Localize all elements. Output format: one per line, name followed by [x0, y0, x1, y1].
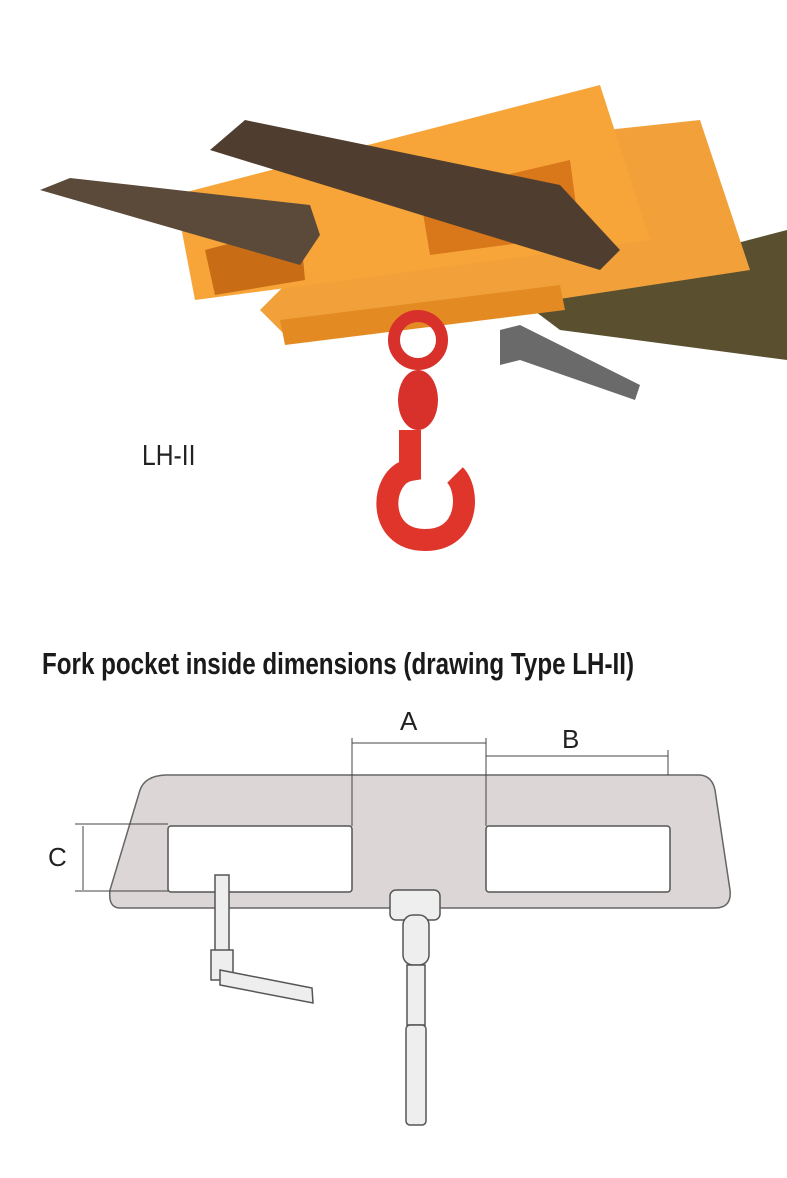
section-title: Fork pocket inside dimensions (drawing T… [42, 646, 635, 681]
fork-pocket-left [167, 825, 353, 893]
clamp-lever-drawing [210, 874, 314, 1004]
fork-pocket-drawing [75, 738, 731, 1126]
dimension-lines [75, 738, 669, 892]
product-photo-lh-ii [40, 85, 787, 552]
model-label: LH-II [142, 440, 196, 472]
dimension-label-c: C [48, 842, 67, 872]
hook-swivel [388, 310, 448, 370]
hook-drawing [389, 889, 441, 1126]
clamp-handle [500, 325, 640, 400]
fork-right [210, 120, 620, 270]
hook-icon [376, 430, 475, 552]
fork-pocket-right [485, 825, 671, 893]
dimension-label-b: B [562, 724, 580, 754]
dimension-label-a: A [400, 706, 418, 736]
fork-left [40, 178, 320, 265]
